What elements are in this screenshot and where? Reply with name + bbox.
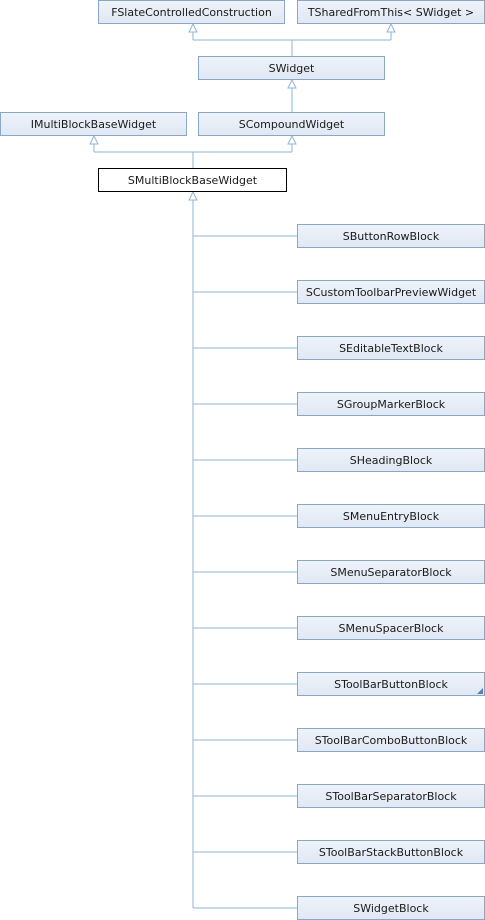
- more-derived-indicator-icon: [477, 688, 483, 694]
- class-node-fslatecontrolledconstruction[interactable]: FSlateControlledConstruction: [98, 0, 285, 24]
- class-label: SMultiBlockBaseWidget: [127, 173, 258, 187]
- class-label: SToolBarStackButtonBlock: [318, 845, 464, 859]
- class-node-sbuttonrowblock[interactable]: SButtonRowBlock: [297, 224, 485, 248]
- class-label: TSharedFromThis< SWidget >: [307, 5, 475, 19]
- class-label: SToolBarSeparatorBlock: [325, 789, 457, 803]
- arrow-to-swidget-icon: [287, 78, 297, 89]
- class-label: SCompoundWidget: [238, 117, 345, 131]
- class-node-smultiblockbasewidget-current: SMultiBlockBaseWidget: [98, 168, 287, 192]
- class-label: SHeadingBlock: [349, 453, 433, 467]
- class-label: SToolBarButtonBlock: [334, 677, 448, 691]
- arrow-to-smultiblockbasewidget-icon: [188, 190, 198, 201]
- arrow-to-tshared-icon: [386, 22, 396, 33]
- class-label: SMenuEntryBlock: [342, 509, 440, 523]
- class-node-stoolbarbuttonblock[interactable]: SToolBarButtonBlock: [297, 672, 485, 696]
- class-node-scompoundwidget[interactable]: SCompoundWidget: [198, 112, 385, 136]
- class-label: IMultiBlockBaseWidget: [30, 117, 157, 131]
- class-label: SMenuSeparatorBlock: [330, 565, 452, 579]
- class-label: SCustomToolbarPreviewWidget: [305, 285, 477, 299]
- class-label: SGroupMarkerBlock: [336, 397, 446, 411]
- class-node-scustomtoolbarpreviewwidget[interactable]: SCustomToolbarPreviewWidget: [297, 280, 485, 304]
- class-label: SMenuSpacerBlock: [338, 621, 444, 635]
- class-node-smenuseparatorblock[interactable]: SMenuSeparatorBlock: [297, 560, 485, 584]
- class-node-stoolbarcombobuttonblock[interactable]: SToolBarComboButtonBlock: [297, 728, 485, 752]
- class-node-stoolbarstackbuttonblock[interactable]: SToolBarStackButtonBlock: [297, 840, 485, 864]
- class-node-stoolbarseparatorblock[interactable]: SToolBarSeparatorBlock: [297, 784, 485, 808]
- class-node-tsharedfromthis[interactable]: TSharedFromThis< SWidget >: [297, 0, 485, 24]
- class-node-smenuspacerblock[interactable]: SMenuSpacerBlock: [297, 616, 485, 640]
- class-node-sheadingblock[interactable]: SHeadingBlock: [297, 448, 485, 472]
- class-label: FSlateControlledConstruction: [111, 5, 272, 19]
- class-node-sgroupmarkerblock[interactable]: SGroupMarkerBlock: [297, 392, 485, 416]
- arrow-to-fslate-icon: [188, 22, 198, 33]
- class-label: SEditableTextBlock: [339, 341, 443, 355]
- class-label: SButtonRowBlock: [342, 229, 440, 243]
- arrow-to-imulti-icon: [89, 134, 99, 145]
- arrow-to-scompound-icon: [287, 134, 297, 145]
- class-node-swidgetblock[interactable]: SWidgetBlock: [297, 896, 485, 920]
- class-label: SToolBarComboButtonBlock: [314, 733, 468, 747]
- class-node-swidget[interactable]: SWidget: [198, 56, 385, 80]
- class-label: SWidgetBlock: [353, 901, 429, 915]
- class-node-smenuentryblock[interactable]: SMenuEntryBlock: [297, 504, 485, 528]
- class-node-imultiblockbasewidget[interactable]: IMultiBlockBaseWidget: [0, 112, 187, 136]
- class-label: SWidget: [268, 61, 315, 75]
- class-node-seditabletextblock[interactable]: SEditableTextBlock: [297, 336, 485, 360]
